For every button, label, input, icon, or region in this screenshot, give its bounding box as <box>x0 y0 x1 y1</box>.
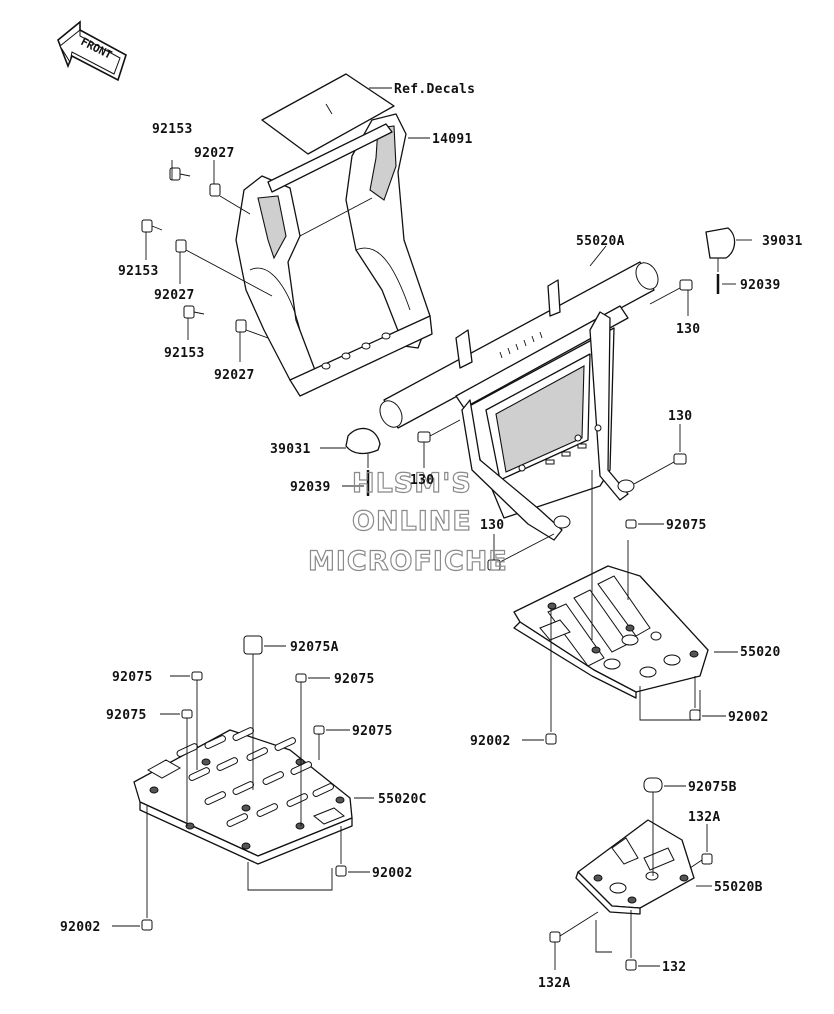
bolt-92002-l2 <box>112 806 153 931</box>
label-92039-left: 92039 <box>290 480 331 495</box>
bracket-leader-l <box>247 862 333 891</box>
bolt-92153-a <box>169 167 191 181</box>
label-92153-b: 92153 <box>118 264 159 279</box>
skid-plate-55020B <box>575 819 695 915</box>
spacer-92075B <box>643 777 686 876</box>
label-92027-b: 92027 <box>154 288 195 303</box>
nut-92075-l4 <box>313 725 350 760</box>
bolt-132A-b <box>549 911 599 970</box>
label-92002-r2: 92002 <box>470 734 511 749</box>
label-130-d: 130 <box>480 518 504 533</box>
watermark-line-3: MICROFICHE <box>308 546 508 577</box>
pin-92039-right <box>716 274 736 294</box>
label-132A-a: 132A <box>688 810 721 825</box>
label-92039-right: 92039 <box>740 278 781 293</box>
bracket-leader-b <box>595 920 612 953</box>
bolt-130-b <box>633 424 687 485</box>
bracket-leader-r <box>639 686 701 721</box>
frame-guard-14091 <box>235 113 433 397</box>
label-92002-l1: 92002 <box>372 866 413 881</box>
bolt-92153-b <box>141 219 163 233</box>
label-ref-decals: Ref.Decals <box>394 82 475 97</box>
skid-plate-55020C <box>133 727 353 865</box>
skid-plate-55020 <box>513 565 709 699</box>
label-92075-l1: 92075 <box>112 670 153 685</box>
label-130-a: 130 <box>676 322 700 337</box>
nut-92075-r <box>625 519 637 529</box>
watermark-line-1: HLSM'S <box>352 468 472 499</box>
label-92075A: 92075A <box>290 640 339 655</box>
label-92153-c: 92153 <box>164 346 205 361</box>
label-92027-a: 92027 <box>194 146 235 161</box>
label-92075-l3: 92075 <box>334 672 375 687</box>
bolt-92002-r1 <box>689 676 726 721</box>
label-14091: 14091 <box>432 132 473 147</box>
bolt-130-d <box>487 533 555 571</box>
bolt-92153-c <box>183 305 205 319</box>
label-92075-l2: 92075 <box>106 708 147 723</box>
front-arrow-icon: FRONT <box>57 20 127 82</box>
label-132: 132 <box>662 960 686 975</box>
front-bumper-55020A <box>379 261 659 541</box>
nut-92075-l1 <box>170 671 203 770</box>
collar-92027-a <box>209 183 251 215</box>
label-55020B: 55020B <box>714 880 763 895</box>
label-132A-b: 132A <box>538 976 571 991</box>
pin-92039-left <box>342 470 370 496</box>
label-92153-a: 92153 <box>152 122 193 137</box>
label-92075-right: 92075 <box>666 518 707 533</box>
label-130-c: 130 <box>410 473 434 488</box>
cap-39031-right <box>705 227 752 259</box>
leader-55020A <box>589 245 607 267</box>
bolt-132 <box>625 910 660 971</box>
collar-92027-b <box>175 239 273 297</box>
bolt-130-c <box>417 419 461 468</box>
label-92075B: 92075B <box>688 780 737 795</box>
cap-39031-left <box>320 427 381 455</box>
spacer-92075A <box>243 635 286 790</box>
nut-92075-l3 <box>295 673 330 826</box>
bolt-92002-r2 <box>522 608 557 745</box>
bolt-132A-a <box>689 824 713 869</box>
label-55020: 55020 <box>740 645 781 660</box>
label-92027-c: 92027 <box>214 368 255 383</box>
label-130-b: 130 <box>668 409 692 424</box>
bolt-130-a <box>649 279 693 316</box>
label-55020A: 55020A <box>576 234 625 249</box>
decal-sheet <box>261 73 395 155</box>
watermark-line-2: ONLINE <box>352 506 472 537</box>
label-55020C: 55020C <box>378 792 427 807</box>
label-92002-l2: 92002 <box>60 920 101 935</box>
label-39031-right: 39031 <box>762 234 803 249</box>
collar-92027-c <box>235 319 269 339</box>
label-92002-r1: 92002 <box>728 710 769 725</box>
label-39031-left: 39031 <box>270 442 311 457</box>
nut-92075-l2 <box>160 709 193 826</box>
label-92075-l4: 92075 <box>352 724 393 739</box>
bolt-92002-l1 <box>335 826 370 877</box>
